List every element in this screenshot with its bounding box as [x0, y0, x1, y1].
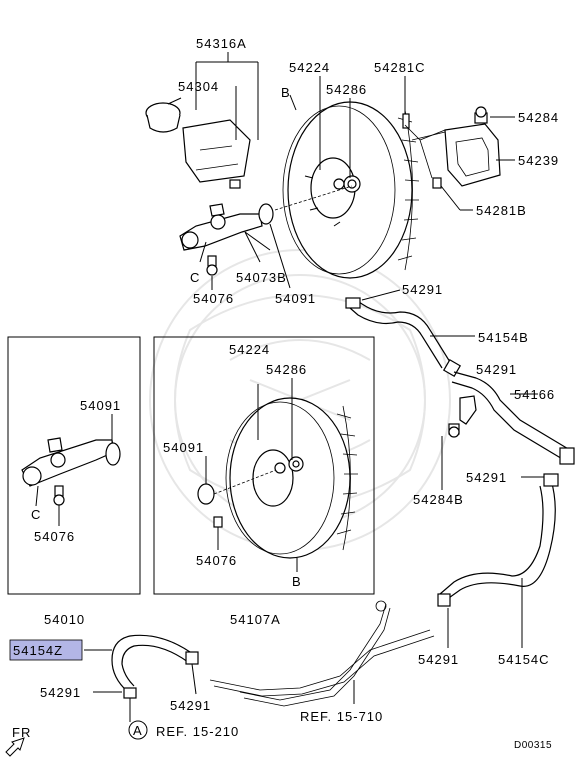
label-54091-left: 54091 — [80, 398, 121, 413]
label-54154C: 54154C — [498, 652, 550, 667]
hose-54154C — [437, 473, 559, 648]
label-54291-a: 54291 — [402, 282, 443, 297]
ref-a-marker-circle — [128, 720, 148, 740]
label-54107A: 54107A — [230, 612, 281, 627]
label-54304: 54304 — [178, 79, 219, 94]
inset-box-54107A — [153, 336, 375, 595]
label-ref-15-210: REF. 15-210 — [156, 724, 239, 739]
front-arrow-icon — [5, 737, 25, 757]
label-54281C: 54281C — [374, 60, 426, 75]
label-54091-mid: 54091 — [163, 440, 204, 455]
master-cylinder-left — [21, 414, 121, 526]
label-54154B: 54154B — [478, 330, 529, 345]
pipe-assembly-ref-15-710 — [209, 600, 435, 707]
label-54291-e: 54291 — [170, 698, 211, 713]
label-ref-15-710: REF. 15-710 — [300, 709, 383, 724]
label-C-left: C — [31, 507, 41, 522]
label-54291-d: 54291 — [40, 685, 81, 700]
label-54224-top: 54224 — [289, 60, 330, 75]
label-54284B: 54284B — [413, 492, 464, 507]
label-54076-top: 54076 — [193, 291, 234, 306]
label-B-top: B — [281, 85, 291, 100]
inset-box-54010 — [7, 336, 141, 595]
label-fr: FR — [12, 725, 31, 740]
label-54286-mid: 54286 — [266, 362, 307, 377]
leader-lines-top — [167, 52, 515, 290]
label-54291-b: 54291 — [476, 362, 517, 377]
label-54073B: 54073B — [236, 270, 287, 285]
label-54224-mid: 54224 — [229, 342, 270, 357]
selected-part-highlight — [9, 639, 83, 661]
diagram-code: D00315 — [514, 740, 552, 751]
check-valve-gasket — [402, 106, 501, 189]
label-54281B: 54281B — [476, 203, 527, 218]
label-B-mid: B — [292, 574, 302, 589]
label-54091-top: 54091 — [275, 291, 316, 306]
brake-booster-mid — [197, 378, 358, 572]
label-54316A: 54316A — [196, 36, 247, 51]
label-54166: 54166 — [514, 387, 555, 402]
label-54076-mid: 54076 — [196, 553, 237, 568]
label-54291-c: 54291 — [466, 470, 507, 485]
hose-54166 — [441, 371, 575, 490]
label-54010: 54010 — [44, 612, 85, 627]
label-C-top: C — [190, 270, 200, 285]
brake-booster-top — [282, 101, 420, 279]
label-54154Z[interactable]: 54154Z — [13, 643, 63, 658]
label-54076-left: 54076 — [34, 529, 75, 544]
label-54291-f: 54291 — [418, 652, 459, 667]
hose-54154Z — [84, 634, 199, 722]
label-54286-top: 54286 — [326, 82, 367, 97]
label-54239: 54239 — [518, 153, 559, 168]
ref-a-marker: A — [133, 723, 143, 738]
label-54284: 54284 — [518, 110, 559, 125]
master-cylinder-top — [145, 102, 274, 276]
